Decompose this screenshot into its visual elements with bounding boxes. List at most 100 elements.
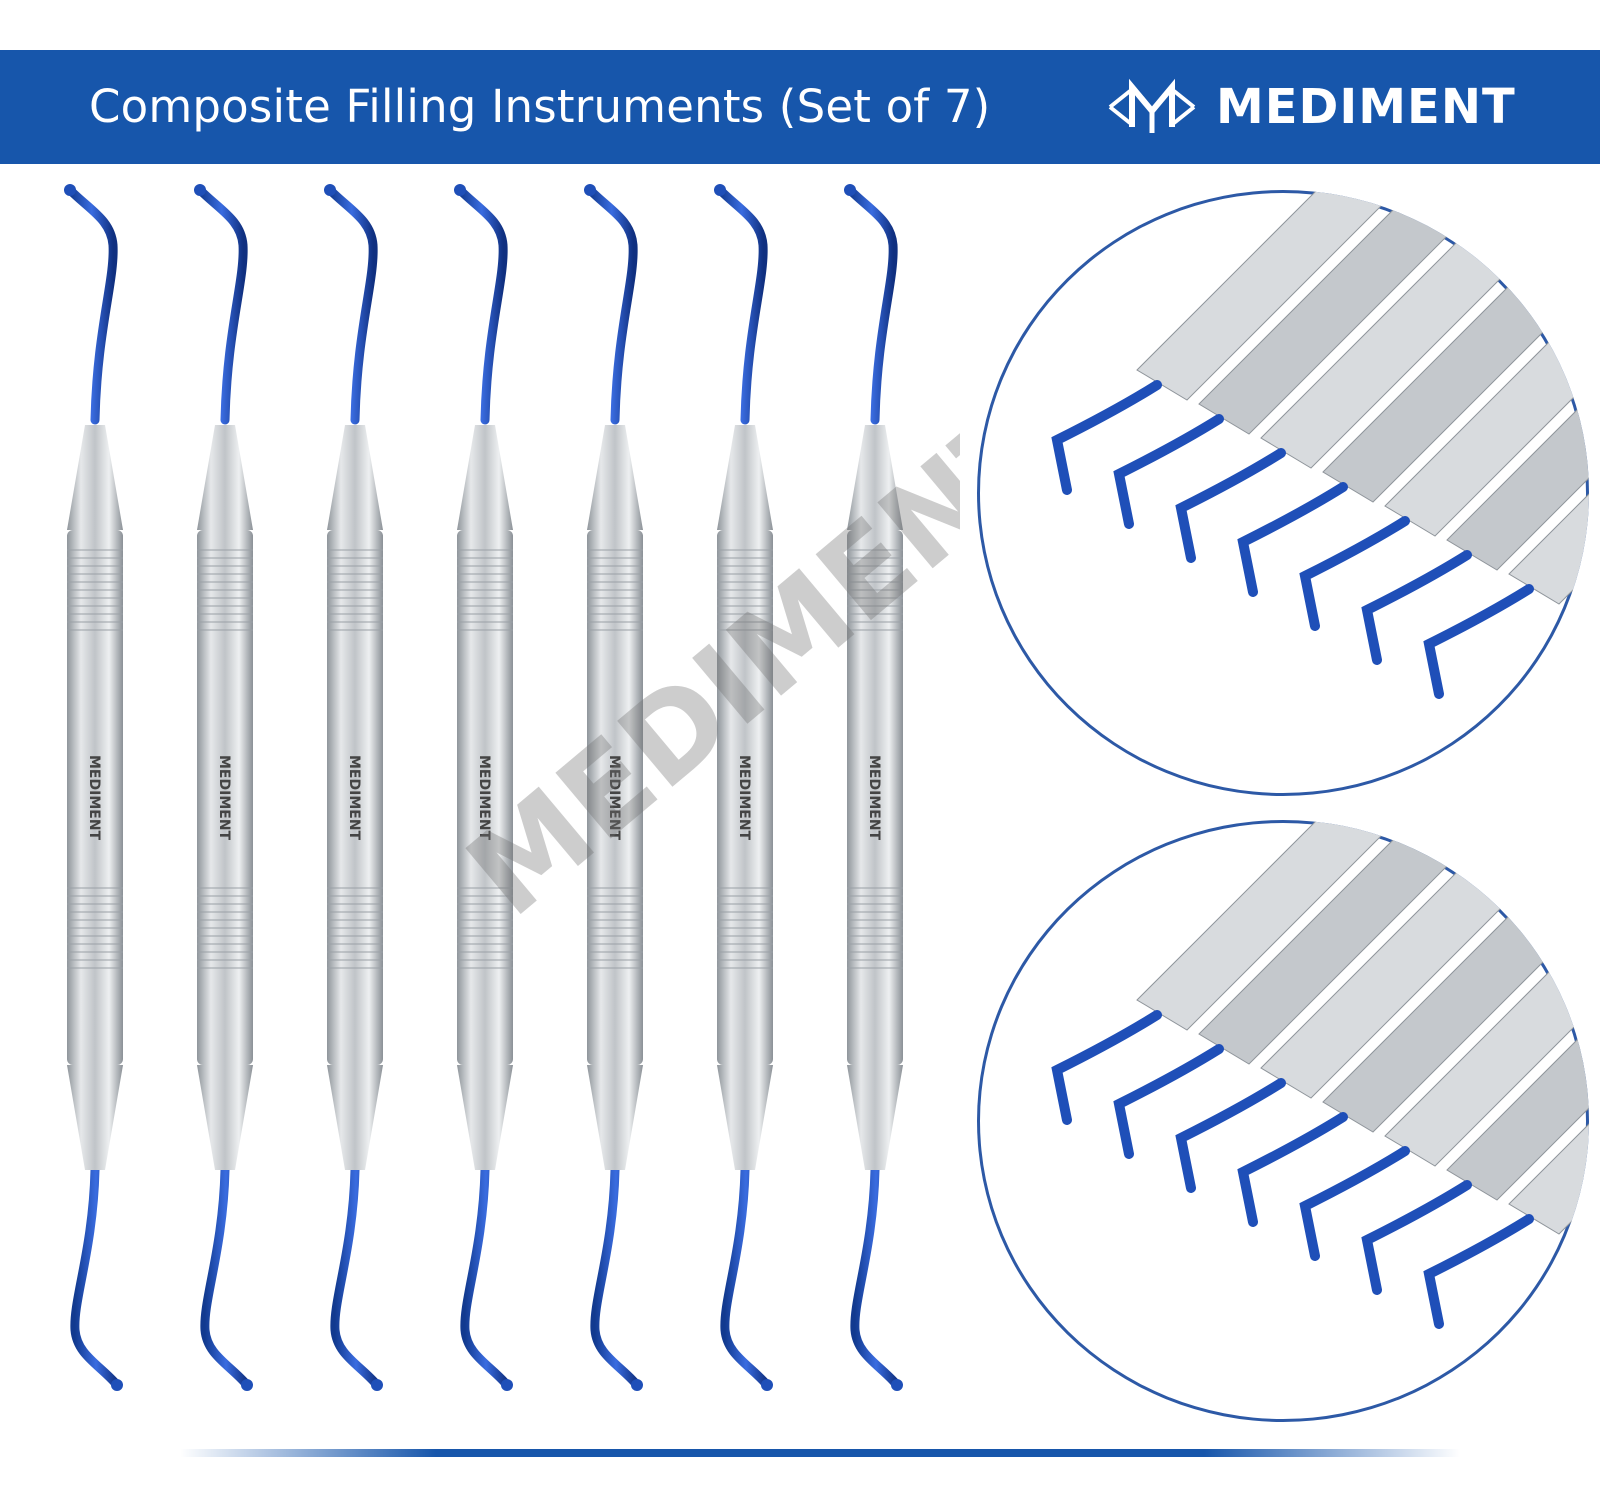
detail-handle [1260,190,1572,469]
instrument-set: MEDIMENT MEDIMENT MEDIMENT MEDIMENT MEDIMENT… [64,184,903,1391]
tip-end [844,184,856,196]
upper-collar [197,425,253,530]
handle [327,530,383,1065]
detail-tip [1361,1180,1472,1295]
detail-instrument-4 [1237,841,1589,1227]
detail-instrument-6 [1361,1027,1589,1295]
lower-collar [717,1065,773,1170]
detail-handle [1384,301,1589,537]
upper-tip [715,185,768,425]
detail-instrument-7 [1423,1123,1589,1329]
tip-end [454,184,466,196]
detail-instrument-6 [1361,397,1589,665]
handle-engraving: MEDIMENT [86,755,102,841]
lower-collar [327,1065,383,1170]
bottom-divider [180,1449,1460,1457]
instrument-7: MEDIMENT [844,184,903,1391]
detail-tip [1361,550,1472,665]
detail-handle [1322,211,1589,503]
page-title: Composite Filling Instruments (Set of 7) [89,80,991,133]
detail-handle [1508,1123,1589,1235]
lower-tip [200,1165,252,1390]
detail-instrument-7 [1423,493,1589,699]
upper-collar [587,425,643,530]
brand-logo: MEDIMENT [1104,72,1516,142]
detail-tip [1175,1078,1286,1193]
tip-end [891,1379,903,1391]
detail-handle [1260,820,1572,1099]
detail-handle [1136,190,1398,401]
lower-tip-detail-illustration [1051,820,1589,1329]
instrument-4: MEDIMENT [454,184,513,1391]
detail-instrument-3 [1175,820,1572,1193]
upper-tip [325,185,378,425]
detail-handle [1198,190,1494,435]
detail-instrument-5 [1299,931,1589,1261]
upper-tip [455,185,508,425]
lower-collar [67,1065,123,1170]
detail-instrument-2 [1113,820,1494,1159]
lower-collar [457,1065,513,1170]
lower-tip [70,1165,122,1390]
detail-handle [1446,1027,1589,1201]
detail-tip [1299,1146,1410,1261]
detail-tip [1175,448,1286,563]
upper-collar [327,425,383,530]
upper-collar [717,425,773,530]
detail-instrument-4 [1237,211,1589,597]
upper-collar [67,425,123,530]
instrument-1: MEDIMENT [64,184,123,1391]
tip-end [501,1379,513,1391]
detail-instrument-1 [1051,190,1398,495]
lower-tip [590,1165,642,1390]
handle-engraving: MEDIMENT [346,755,362,841]
handle [587,530,643,1065]
detail-handle [1198,820,1494,1065]
upper-tip [585,185,638,425]
tip-end [631,1379,643,1391]
detail-instrument-5 [1299,301,1589,631]
detail-tip [1237,482,1348,597]
handle-engraving: MEDIMENT [606,755,622,841]
lower-tip [460,1165,512,1390]
detail-instrument-3 [1175,190,1572,563]
lower-collar [197,1065,253,1170]
upper-tip-detail [977,190,1589,796]
lower-tip [720,1165,772,1390]
detail-tip [1423,584,1534,699]
detail-tip [1299,516,1410,631]
lower-collar [587,1065,643,1170]
detail-tip [1113,414,1224,529]
detail-handle [1136,820,1398,1031]
detail-tip [1051,1010,1162,1125]
tip-end [371,1379,383,1391]
handle [457,530,513,1065]
tip-end [714,184,726,196]
handle [847,530,903,1065]
header-banner: Composite Filling Instruments (Set of 7)… [0,50,1600,164]
mediment-logo-icon [1108,78,1196,133]
upper-collar [847,425,903,530]
lower-tip-detail [977,820,1589,1422]
detail-handle [1384,931,1589,1167]
handle [717,530,773,1065]
handle-engraving: MEDIMENT [476,755,492,841]
tip-end [194,184,206,196]
instrument-2: MEDIMENT [194,184,253,1391]
lower-tip [850,1165,902,1390]
tip-end [111,1379,123,1391]
instrument-6: MEDIMENT [714,184,773,1391]
upper-tip [195,185,248,425]
detail-handle [1446,397,1589,571]
instrument-3: MEDIMENT [324,184,383,1391]
lower-tip [330,1165,382,1390]
tip-end [761,1379,773,1391]
tip-end [64,184,76,196]
handle-engraving: MEDIMENT [216,755,232,841]
upper-tip-detail-illustration [1051,190,1589,699]
upper-tip [65,185,118,425]
handle [197,530,253,1065]
handle-engraving: MEDIMENT [866,755,882,841]
detail-tip [1237,1112,1348,1227]
detail-tip [1051,380,1162,495]
